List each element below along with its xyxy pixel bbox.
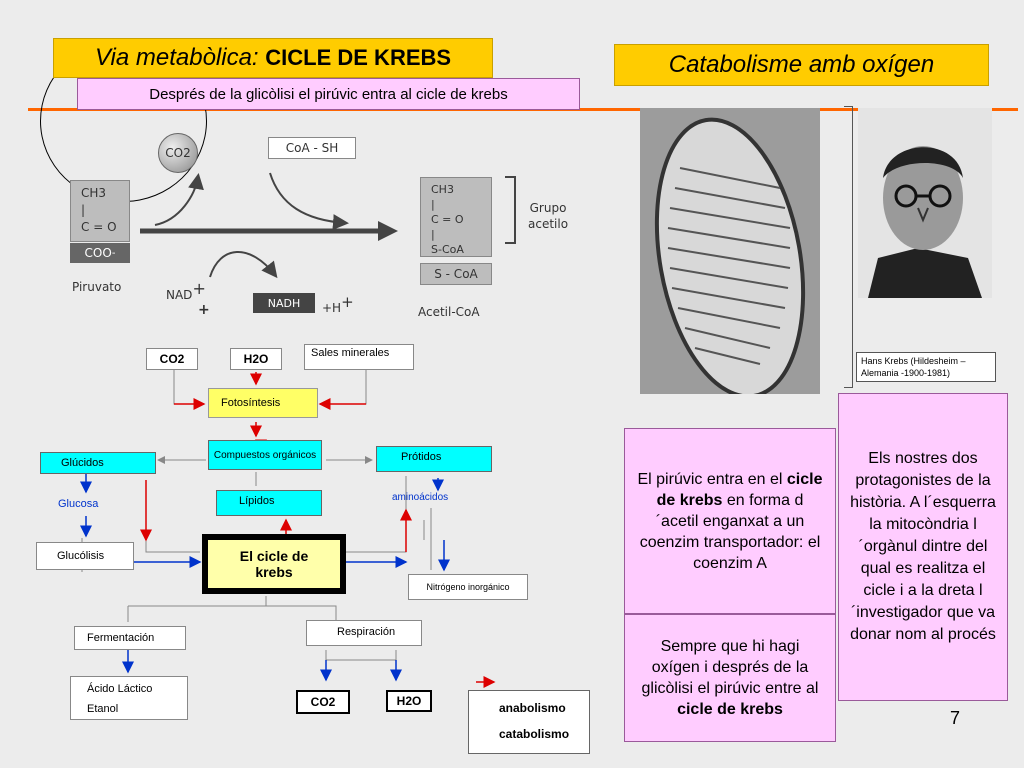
diagram-lines	[80, 370, 496, 718]
page-title: Via metabòlica: CICLE DE KREBS	[53, 38, 493, 78]
co2-out-box: CO2	[296, 690, 350, 714]
reaction-arrows	[140, 172, 516, 279]
nitrogeno-box: Nitrógeno inorgánico	[408, 574, 528, 600]
bracket	[844, 106, 853, 388]
nad-label: NAD+ +	[166, 279, 210, 318]
coo-box: COO-	[70, 243, 130, 263]
photo-caption: Hans Krebs (Hildesheim – Alemania -1900-…	[856, 352, 996, 382]
nadh-box: NADH	[253, 293, 315, 313]
coa-sh-box: CoA - SH	[268, 137, 356, 159]
legend-anabolismo: anabolismo	[499, 701, 566, 715]
co2-box: CO2	[146, 348, 198, 370]
title-bold: CICLE DE KREBS	[265, 45, 452, 70]
co2-molecule: CO2	[158, 133, 198, 173]
text-box-2: Sempre que hi hagi oxígen i després de l…	[624, 614, 836, 742]
pyruvate-box: CH3 | C = O	[70, 180, 130, 242]
ciclo-krebs-box: El cicle de krebs	[202, 534, 346, 594]
h2o-box: H2O	[230, 348, 282, 370]
right-title: Catabolisme amb oxígen	[614, 44, 989, 86]
reaction-scheme: CO2 CoA - SH CH3 | C = O COO- Piruvato N…	[60, 125, 620, 330]
glucolisis-box: Glucólisis	[36, 542, 134, 570]
piruvato-label: Piruvato	[72, 280, 122, 294]
metabolic-diagram: CO2 H2O Sales minerales Fotosíntesis Com…	[36, 340, 596, 760]
subtitle-box: Després de la glicòlisi el pirúvic entra…	[77, 78, 580, 110]
krebs-portrait	[858, 108, 992, 298]
fotosintesis-box: Fotosíntesis	[208, 388, 318, 418]
acetyl-box: CH3 | C = O | S-CoA	[420, 177, 492, 257]
protidos-box: Prótidos	[376, 446, 492, 472]
fermentacion-box: Fermentación	[74, 626, 186, 650]
scoa-box: S - CoA	[420, 263, 492, 285]
products-box: Ácido Láctico Etanol	[70, 676, 188, 720]
h2o-out-box: H2O	[386, 690, 432, 712]
legend: anabolismo catabolismo	[468, 690, 590, 754]
compuestos-box: Compuestos orgánicos	[208, 440, 322, 470]
grupo-acetilo-label: Grupo acetilo	[528, 201, 569, 231]
respiracion-box: Respiración	[306, 620, 422, 646]
acetil-coa-label: Acetil-CoA	[418, 305, 480, 319]
h-plus-label: +H+	[322, 293, 354, 315]
aminoacidos-label: aminoácidos	[392, 492, 449, 503]
text-box-1: El pirúvic entra en el cicle de krebs en…	[624, 428, 836, 614]
sales-box: Sales minerales	[304, 344, 414, 370]
mitochondria-photo	[640, 108, 820, 394]
title-italic: Via metabòlica:	[94, 44, 259, 71]
glucosa-label: Glucosa	[58, 498, 99, 510]
legend-catabolismo: catabolismo	[499, 727, 570, 741]
page-number: 7	[950, 708, 961, 728]
glucidos-box: Glúcidos	[40, 452, 156, 474]
lipidos-box: Lípidos	[216, 490, 322, 516]
text-box-3: Els nostres dos protagonistes de la hist…	[838, 393, 1008, 701]
